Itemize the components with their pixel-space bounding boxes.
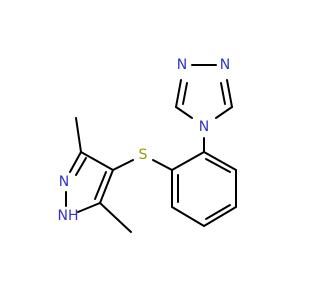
bond-triazole-c3-n4 xyxy=(215,106,233,119)
bond-pz-n1-c5 xyxy=(77,202,101,213)
bond-s-pyrazole xyxy=(112,159,134,171)
pyrazole-ring xyxy=(65,151,114,213)
bond-triazole-c5-n4 xyxy=(175,106,193,119)
triazole-ring xyxy=(175,64,233,119)
bond-triazole-c3-n2 xyxy=(226,79,233,108)
bond-pz-c3-n2-double xyxy=(75,157,87,176)
bond-pz-c3-n2 xyxy=(69,151,82,173)
bond-triazole-c5-n1 xyxy=(175,79,182,108)
bond-ph-double-2 xyxy=(205,204,231,220)
atom-pyrazole-nh: NH xyxy=(58,208,79,224)
atom-triazole-n1: N xyxy=(177,57,187,73)
bond-ph-double-3 xyxy=(205,158,231,173)
phenyl-ring xyxy=(171,151,237,227)
bond-ph-c3-c4 xyxy=(171,206,205,227)
atom-triazole-n4: N xyxy=(199,119,209,135)
bond-triazole-c3-n2-double xyxy=(220,82,226,105)
bond-phenyl-s xyxy=(152,159,173,171)
molecule-structure: N N N S N NH xyxy=(58,57,237,233)
bond-ph-c6-c1 xyxy=(203,151,237,171)
bond-methyl-top xyxy=(75,117,82,153)
bond-pz-c4-c3 xyxy=(80,151,114,171)
bond-pz-c4-c5 xyxy=(99,169,114,204)
bond-pz-c4-c5-double xyxy=(94,171,107,200)
bond-methyl-bottom xyxy=(99,202,132,233)
atom-sulfur: S xyxy=(139,147,148,163)
bond-ph-c1-c2 xyxy=(171,151,205,171)
bond-triazole-c5-n1-double xyxy=(182,82,188,105)
bond-ph-c4-c5 xyxy=(203,206,237,227)
atom-triazole-n2: N xyxy=(220,57,230,73)
atom-pyrazole-n2: N xyxy=(59,174,69,190)
